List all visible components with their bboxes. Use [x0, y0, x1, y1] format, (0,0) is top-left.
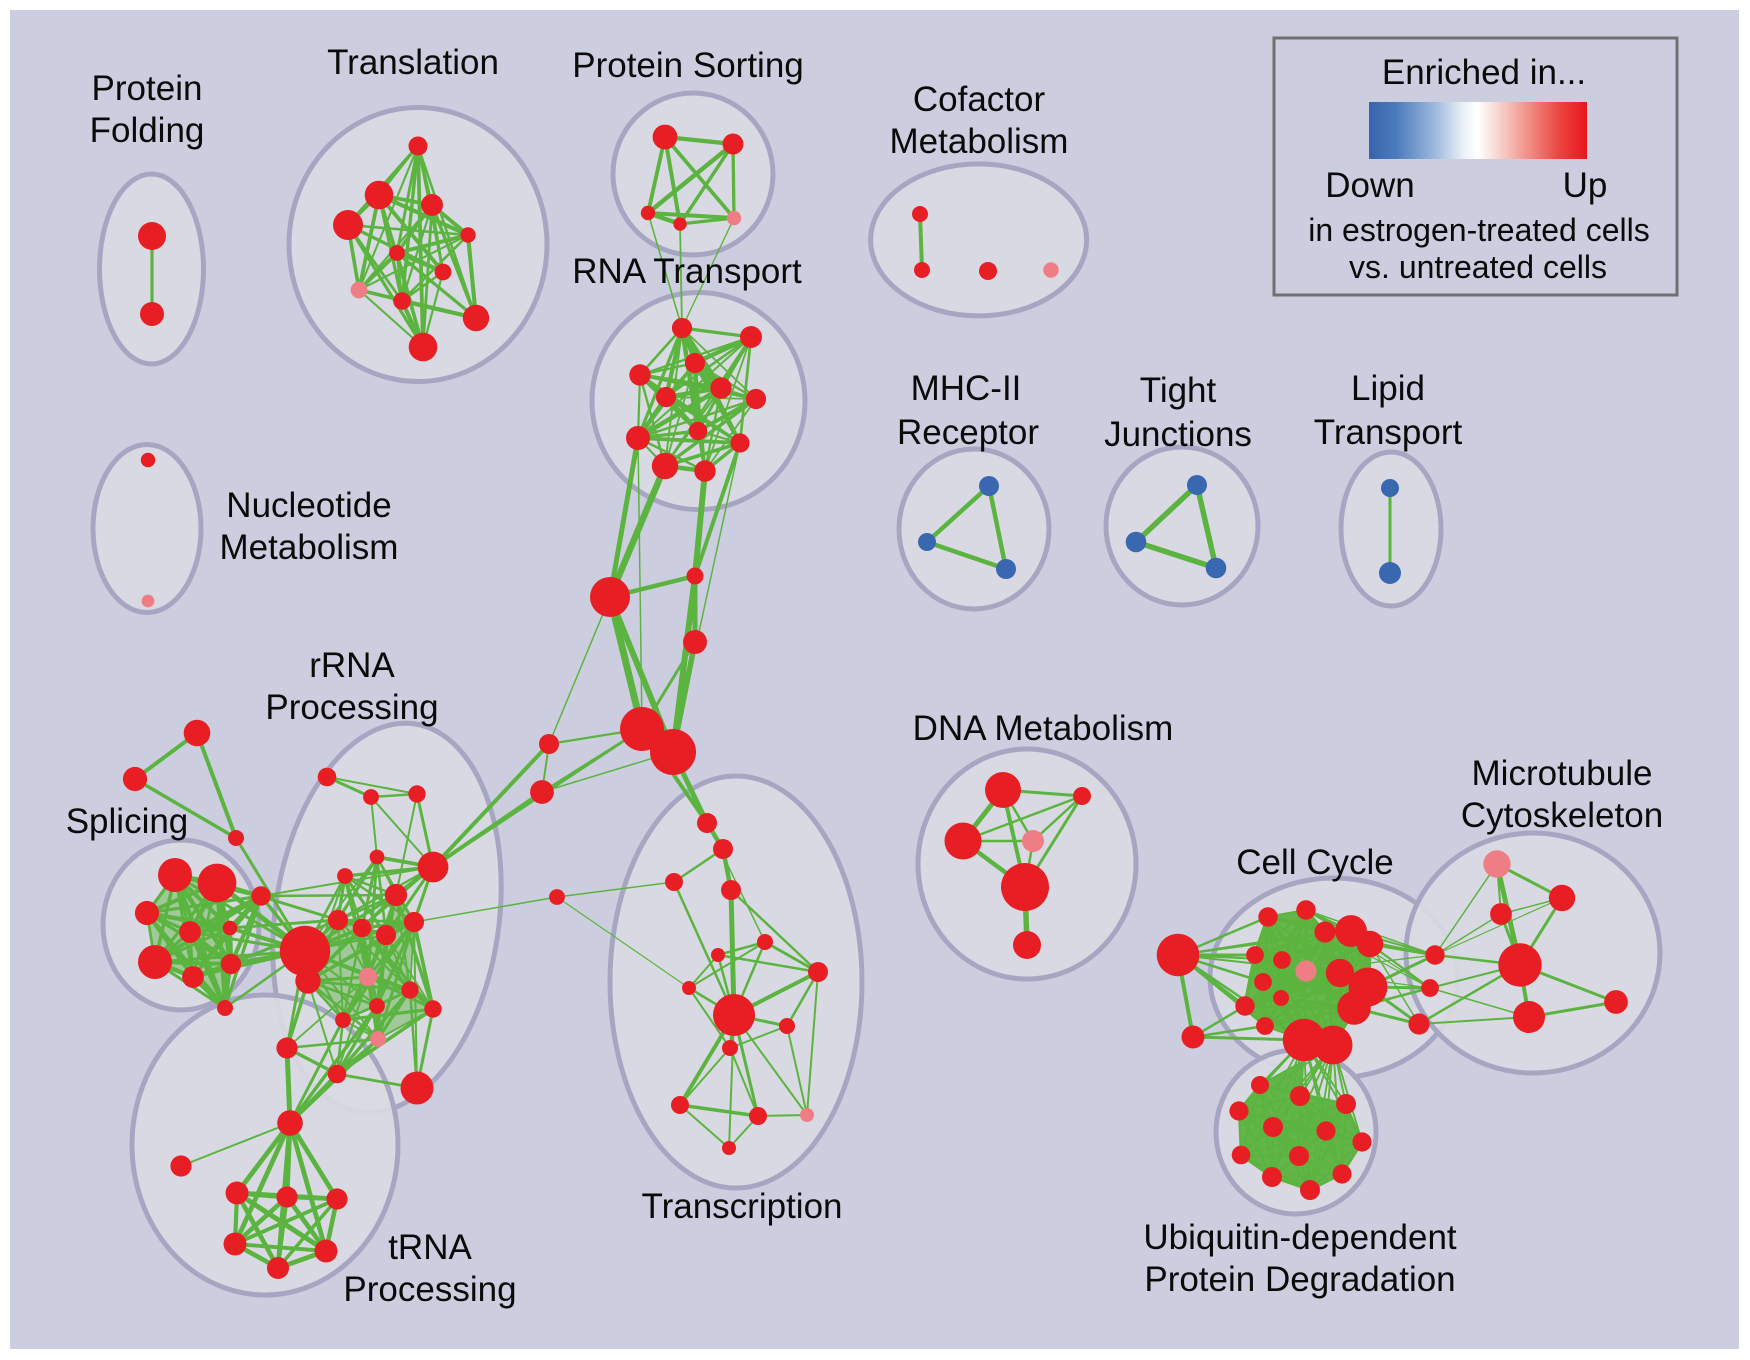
svg-text:Processing: Processing	[265, 688, 438, 727]
svg-text:Junctions: Junctions	[1104, 415, 1252, 454]
svg-text:Transcription: Transcription	[642, 1187, 843, 1226]
svg-text:Down: Down	[1325, 166, 1414, 205]
svg-text:Protein Degradation: Protein Degradation	[1144, 1260, 1455, 1299]
svg-text:Metabolism: Metabolism	[220, 528, 399, 567]
svg-text:Enriched in...: Enriched in...	[1382, 53, 1586, 92]
svg-text:Cofactor: Cofactor	[913, 80, 1046, 119]
svg-text:Protein Sorting: Protein Sorting	[572, 46, 804, 85]
svg-text:Translation: Translation	[327, 43, 499, 82]
svg-text:Ubiquitin-dependent: Ubiquitin-dependent	[1143, 1218, 1457, 1257]
svg-text:Folding: Folding	[90, 111, 205, 150]
svg-text:Lipid: Lipid	[1351, 369, 1425, 408]
svg-text:Metabolism: Metabolism	[890, 122, 1069, 161]
svg-text:Splicing: Splicing	[66, 802, 189, 841]
svg-text:rRNA: rRNA	[309, 646, 395, 685]
svg-text:DNA Metabolism: DNA Metabolism	[913, 709, 1174, 748]
svg-text:Microtubule: Microtubule	[1472, 754, 1653, 793]
svg-text:in estrogen-treated cells: in estrogen-treated cells	[1308, 212, 1650, 248]
svg-text:tRNA: tRNA	[388, 1228, 472, 1267]
svg-text:Protein: Protein	[92, 69, 203, 108]
svg-text:Up: Up	[1563, 166, 1608, 205]
svg-text:Cytoskeleton: Cytoskeleton	[1461, 796, 1663, 835]
svg-text:Receptor: Receptor	[897, 413, 1039, 452]
svg-text:RNA Transport: RNA Transport	[572, 252, 802, 291]
svg-text:Processing: Processing	[343, 1270, 516, 1309]
svg-text:Transport: Transport	[1314, 413, 1463, 452]
svg-text:Nucleotide: Nucleotide	[226, 486, 391, 525]
svg-text:Cell Cycle: Cell Cycle	[1236, 843, 1394, 882]
svg-text:MHC-II: MHC-II	[911, 369, 1022, 408]
svg-text:vs. untreated cells: vs. untreated cells	[1349, 249, 1607, 285]
svg-text:Tight: Tight	[1140, 371, 1217, 410]
